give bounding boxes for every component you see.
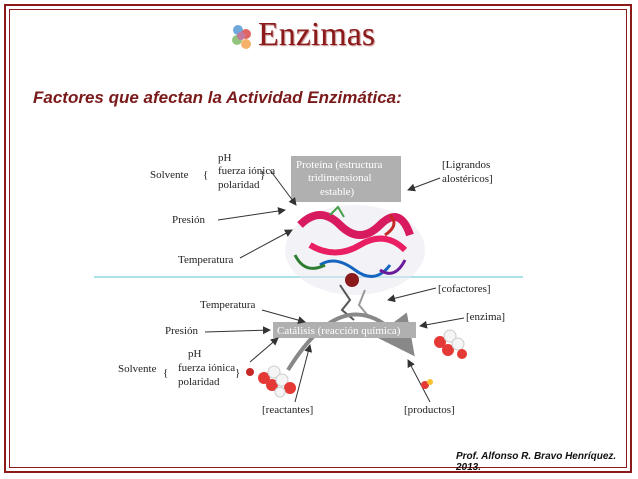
protein-label-line1: Proteína (estructura bbox=[296, 159, 383, 171]
protein-label-line3: estable) bbox=[320, 186, 355, 198]
molecule-icon bbox=[232, 25, 251, 49]
top-brace-left: { bbox=[203, 169, 208, 181]
arrow-reactantes bbox=[294, 344, 313, 403]
catalysis-label: Catálisis (reacción química) bbox=[277, 325, 401, 337]
productos-label: [productos] bbox=[404, 404, 455, 416]
bottom-presion-label: Presión bbox=[165, 325, 199, 337]
arrow-enzima bbox=[419, 317, 465, 329]
slide-frame-inner bbox=[9, 9, 627, 468]
arrow-presion-top bbox=[217, 207, 286, 221]
top-presion-label: Presión bbox=[172, 214, 206, 226]
ligrandos-line2: alostéricos] bbox=[442, 173, 493, 185]
product-molecules-image bbox=[421, 329, 467, 389]
reactant-molecules-image bbox=[246, 365, 296, 398]
bottom-brace-right: } bbox=[235, 367, 240, 379]
bottom-solvente-label: Solvente bbox=[118, 363, 157, 375]
top-fuerza-ionica-label: fuerza iónica bbox=[218, 165, 275, 177]
arrow-productos bbox=[407, 359, 431, 403]
arrow-presion-bottom bbox=[204, 326, 271, 335]
arrow-cofactores bbox=[387, 287, 437, 303]
bottom-fuerza-ionica-label: fuerza iónica bbox=[178, 362, 235, 374]
arrow-ligrandos bbox=[407, 177, 441, 192]
ligrandos-line1: [Ligrandos bbox=[442, 159, 490, 171]
top-temperatura-label: Temperatura bbox=[178, 254, 234, 266]
protein-label-box bbox=[291, 156, 401, 202]
protein-label-line2: tridimensional bbox=[308, 172, 372, 184]
catalysis-label-box bbox=[273, 322, 416, 338]
bottom-temperatura-label: Temperatura bbox=[200, 299, 256, 311]
top-solvente-label: Solvente bbox=[150, 169, 189, 181]
enzima-label: [enzima] bbox=[466, 311, 505, 323]
bottom-polaridad-label: polaridad bbox=[178, 376, 220, 388]
bottom-ph-label: pH bbox=[188, 348, 202, 360]
arrow-solvente-top bbox=[269, 169, 297, 206]
page-title: Enzimas bbox=[258, 16, 376, 53]
top-brace-right: } bbox=[260, 169, 265, 181]
arrow-solvente-bottom bbox=[249, 337, 279, 363]
cofactores-label: [cofactores] bbox=[438, 283, 491, 295]
top-ph-label: pH bbox=[218, 152, 232, 164]
reactantes-label: [reactantes] bbox=[262, 404, 313, 416]
page-subtitle: Factores que afectan la Actividad Enzimá… bbox=[33, 88, 402, 107]
top-polaridad-label: polaridad bbox=[218, 179, 260, 191]
bottom-brace-left: { bbox=[163, 367, 168, 379]
footer-credit: Prof. Alfonso R. Bravo Henríquez. 2013. bbox=[456, 451, 617, 473]
arrow-temperatura-top bbox=[239, 229, 293, 259]
arrow-temperatura-bottom bbox=[261, 309, 306, 324]
protein-structure-image bbox=[285, 205, 425, 321]
slide-frame-outer bbox=[4, 4, 632, 473]
